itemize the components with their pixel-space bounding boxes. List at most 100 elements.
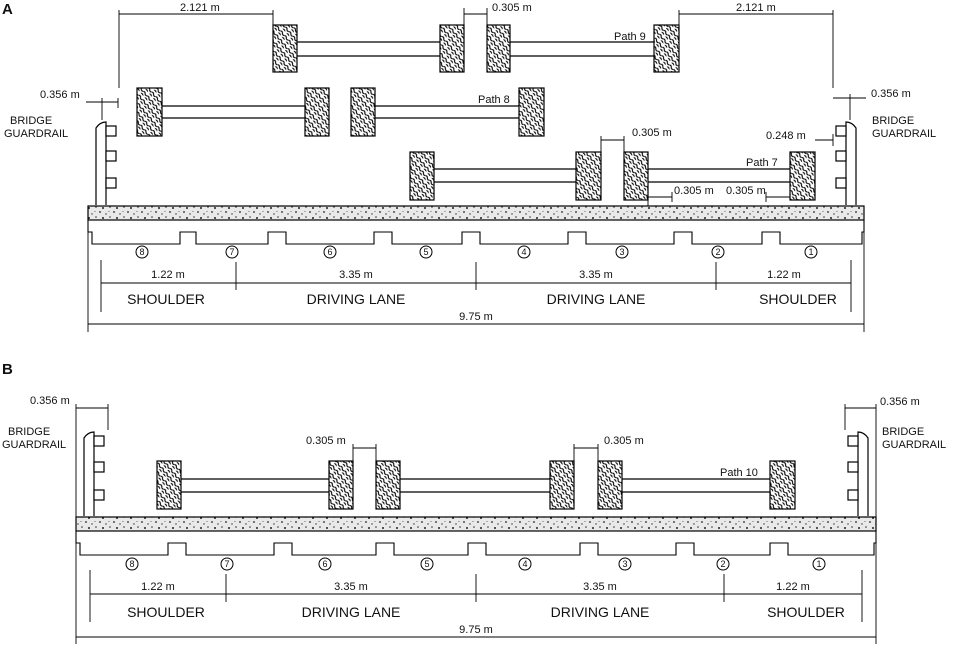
path-7-axle — [434, 168, 790, 183]
lane-b-label-driving-right: DRIVING LANE — [551, 604, 650, 620]
girder-b-2: 2 — [720, 559, 725, 569]
dim-path9-mid-gap: 0.305 m — [492, 2, 532, 14]
path-7-tire-4 — [789, 151, 816, 201]
panel-b-deck-slab — [75, 516, 877, 532]
lane-label-shoulder-right: SHOULDER — [759, 291, 837, 307]
path-7-label: Path 7 — [746, 157, 778, 169]
path-8-tire-3 — [350, 87, 376, 137]
girder-b-1: 1 — [816, 559, 821, 569]
dim-b-gap-right: 0.305 m — [604, 435, 644, 447]
guardrail-b-right — [847, 431, 869, 516]
girder-5: 5 — [423, 247, 428, 257]
girder-6: 6 — [327, 247, 332, 257]
guardrail-left-label-1: BRIDGE — [10, 115, 52, 127]
path-10-axle — [181, 478, 770, 493]
path-8-tire-2 — [304, 87, 330, 137]
lane-label-shoulder-left: SHOULDER — [127, 291, 205, 307]
path-7-tire-1 — [409, 151, 435, 201]
guardrail-right — [835, 121, 857, 205]
path-7-tire-3 — [623, 151, 649, 201]
path-10-tire-3 — [375, 460, 401, 510]
lane-b-label-shoulder-right: SHOULDER — [767, 604, 845, 620]
girder-b-4: 4 — [522, 559, 527, 569]
path-10-label: Path 10 — [720, 467, 758, 479]
path-9-tire-4 — [653, 24, 680, 73]
dim-b-shoulder-left: 1.22 m — [141, 581, 175, 593]
dim-offset-right: 0.356 m — [871, 88, 911, 100]
panel-b-top-dimensions — [75, 404, 877, 520]
panel-a-girders: 8 7 6 5 4 3 2 1 — [135, 245, 818, 259]
path-10-tire-1 — [156, 460, 182, 510]
path-10-tire-4 — [549, 460, 575, 510]
panel-a-deck-slab — [87, 205, 865, 221]
dim-offset-left: 0.356 m — [40, 89, 80, 101]
dim-b-gap-left: 0.305 m — [306, 435, 346, 447]
guardrail-b-left-label-1: BRIDGE — [8, 426, 50, 438]
girder-1: 1 — [808, 247, 813, 257]
girder-2: 2 — [715, 247, 720, 257]
girder-3: 3 — [619, 247, 624, 257]
girder-8: 8 — [139, 247, 144, 257]
path-10-tire-5 — [597, 460, 623, 510]
path-8-axle — [162, 105, 519, 119]
dim-b-offset-left: 0.356 m — [30, 395, 70, 407]
dim-b-lane-right: 3.35 m — [583, 581, 617, 593]
dim-shoulder-right: 1.22 m — [767, 269, 801, 281]
dim-shoulder-left: 1.22 m — [151, 269, 185, 281]
guardrail-right-label-2: GUARDRAIL — [872, 128, 936, 140]
panel-a-girder-row — [87, 220, 865, 245]
path-9-tire-2 — [439, 24, 465, 73]
dim-b-offset-right: 0.356 m — [880, 396, 920, 408]
panel-a-letter: A — [2, 1, 13, 18]
lane-label-driving-left: DRIVING LANE — [307, 291, 406, 307]
path-9-tire-3 — [486, 24, 511, 73]
panel-b-bottom-dimensions — [75, 531, 877, 644]
path-9-label: Path 9 — [614, 31, 646, 43]
dim-path7-mid-gap: 0.305 m — [632, 127, 672, 139]
girder-b-7: 7 — [224, 559, 229, 569]
guardrail-left-label-2: GUARDRAIL — [4, 128, 68, 140]
girder-b-6: 6 — [322, 559, 327, 569]
panel-b-girder-row — [75, 531, 877, 556]
lane-label-driving-right: DRIVING LANE — [547, 291, 646, 307]
lane-b-label-shoulder-left: SHOULDER — [127, 604, 205, 620]
panel-b-letter: B — [2, 361, 13, 378]
dim-b-shoulder-right: 1.22 m — [776, 581, 810, 593]
panel-a: A Path 9 Path 8 Path 7 — [2, 1, 936, 332]
girder-b-3: 3 — [622, 559, 627, 569]
panel-a-bottom-dimensions — [87, 220, 865, 332]
dim-b-total-width: 9.75 m — [459, 624, 493, 636]
guardrail-right-label-1: BRIDGE — [872, 115, 914, 127]
guardrail-b-left-label-2: GUARDRAIL — [2, 439, 66, 451]
path-8-tire-4 — [518, 87, 545, 137]
lane-b-label-driving-left: DRIVING LANE — [302, 604, 401, 620]
guardrail-b-right-label-2: GUARDRAIL — [882, 439, 946, 451]
path-10-tire-2 — [328, 460, 354, 510]
dim-total-width: 9.75 m — [459, 311, 493, 323]
guardrail-b-right-label-1: BRIDGE — [882, 426, 924, 438]
path-10-tire-6 — [769, 460, 796, 510]
girder-b-8: 8 — [129, 559, 134, 569]
dim-path7-gap-a: 0.305 m — [674, 185, 714, 197]
panel-b: B Path 10 0.305 m 0.305 m 0 — [2, 361, 946, 644]
panel-a-top-dimensions — [86, 8, 866, 208]
path-8-tire-1 — [136, 87, 163, 137]
panel-b-girders: 8 7 6 5 4 3 2 1 — [125, 557, 826, 571]
girder-7: 7 — [229, 247, 234, 257]
dim-b-lane-left: 3.35 m — [334, 581, 368, 593]
guardrail-left — [95, 121, 117, 205]
girder-4: 4 — [521, 247, 526, 257]
guardrail-b-left — [83, 431, 105, 516]
path-9-tire-1 — [272, 24, 298, 73]
path-9-axle — [297, 41, 654, 57]
path-8-label: Path 8 — [478, 94, 510, 106]
path-7-tire-2 — [575, 151, 602, 201]
dim-path9-left-gap: 2.121 m — [180, 2, 220, 14]
girder-b-5: 5 — [424, 559, 429, 569]
dim-path7-gap-b: 0.305 m — [726, 185, 766, 197]
dim-path7-right-gap: 0.248 m — [766, 130, 806, 142]
dim-path9-right-gap: 2.121 m — [736, 2, 776, 14]
dim-lane-right: 3.35 m — [579, 269, 613, 281]
